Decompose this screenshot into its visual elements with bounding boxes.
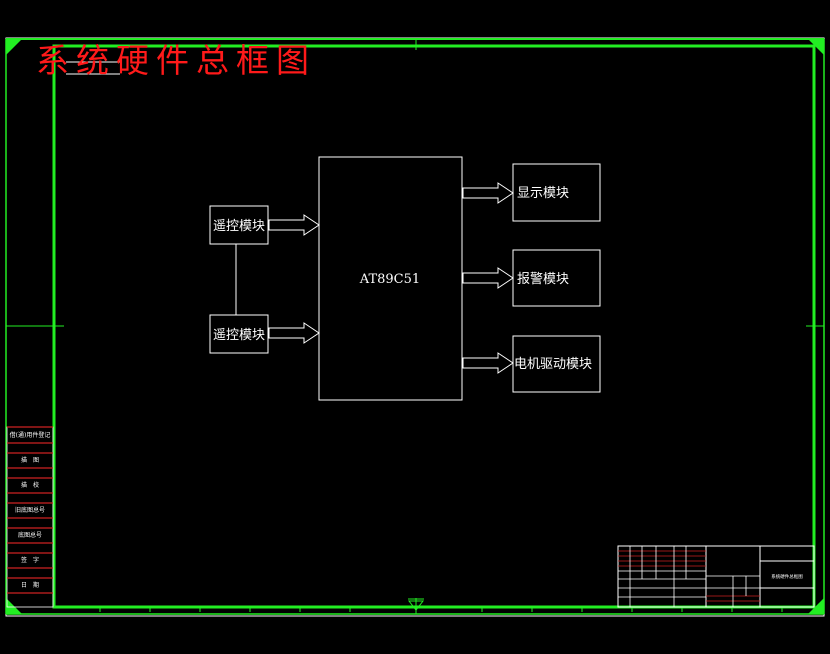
outer-border xyxy=(5,37,825,617)
corner-mark-bl xyxy=(6,598,22,614)
remote-bottom-label: 遥控模块 xyxy=(213,328,265,343)
drawing-frame xyxy=(52,44,816,609)
corner-mark-br xyxy=(808,598,824,614)
remote-top-label: 遥控模块 xyxy=(213,219,265,234)
arrow-mcu-to-display xyxy=(462,182,514,204)
orientation-mark xyxy=(407,600,425,611)
side-registration-table: 借(通)用件登记 描 图 描 校 旧底图总号 底图总号 签 字 日 期 xyxy=(6,426,54,608)
corner-mark-tl xyxy=(6,39,22,55)
side-label-6: 签 字 xyxy=(21,556,39,564)
title-block: 系统硬件总框图 xyxy=(617,545,815,608)
arrow-remote-top-to-mcu xyxy=(268,214,320,236)
title-block-drawing-name: 系统硬件总框图 xyxy=(771,573,803,580)
side-label-7: 日 期 xyxy=(21,581,39,589)
alarm-label: 报警模块 xyxy=(517,271,569,287)
arrow-mcu-to-motor-drive xyxy=(462,352,514,374)
mcu-block xyxy=(318,156,463,401)
side-label-1: 借(通)用件登记 xyxy=(10,431,51,439)
side-label-5: 底图总号 xyxy=(18,531,42,539)
arrow-remote-bottom-to-mcu xyxy=(268,322,320,344)
display-label: 显示模块 xyxy=(517,186,569,201)
motor-drive-label: 电机驱动模块 xyxy=(514,357,592,372)
side-label-4: 旧底图总号 xyxy=(15,506,45,514)
side-label-2: 描 图 xyxy=(21,456,39,464)
drawing-title: 系统硬件总框图 xyxy=(36,41,316,80)
mcu-label: AT89C51 xyxy=(359,272,420,287)
corner-mark-tr xyxy=(808,39,824,55)
side-label-3: 描 校 xyxy=(21,481,39,489)
motor-drive-module xyxy=(512,335,601,393)
remote-module-top xyxy=(209,205,269,245)
remote-module-bottom xyxy=(209,314,269,354)
bottom-ticks xyxy=(99,607,783,612)
arrow-mcu-to-alarm xyxy=(462,267,514,289)
